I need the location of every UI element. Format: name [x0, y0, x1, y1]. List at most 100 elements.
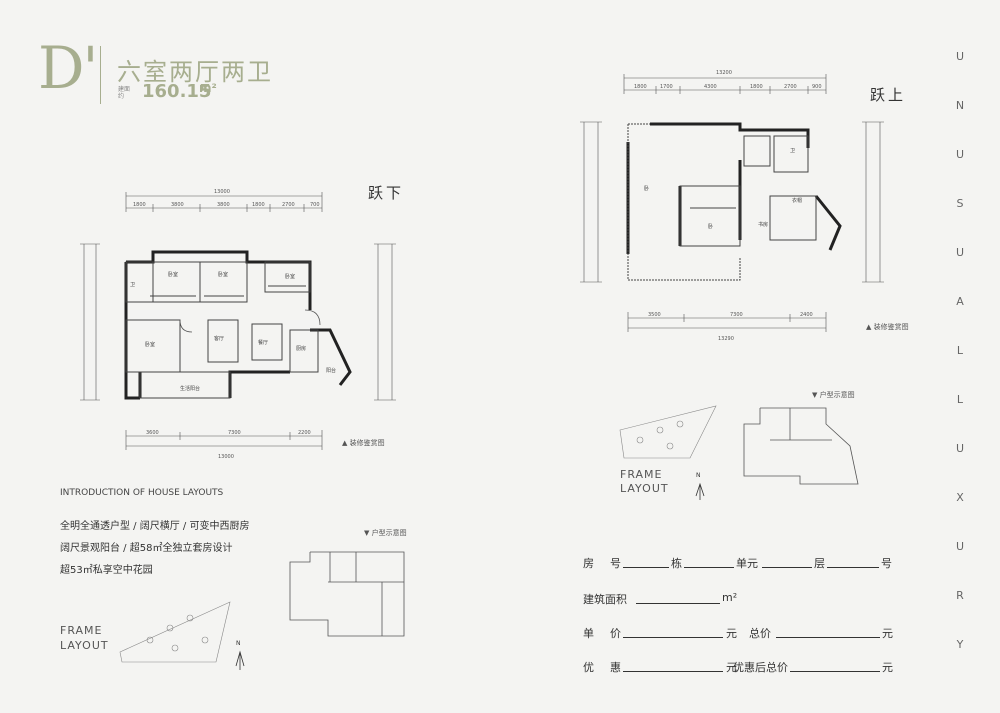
svg-text:卫: 卫: [130, 282, 135, 288]
svg-text:卧: 卧: [644, 185, 649, 192]
form-field-building[interactable]: [623, 567, 669, 568]
svg-text:1800: 1800: [252, 202, 265, 208]
svg-text:客厅: 客厅: [214, 335, 224, 342]
svg-text:1700: 1700: [660, 84, 673, 90]
svg-text:900: 900: [812, 84, 822, 90]
svg-text:1800: 1800: [634, 84, 647, 90]
vertical-letter: L: [956, 344, 964, 357]
svg-text:2700: 2700: [282, 202, 295, 208]
vertical-letter: U: [955, 442, 965, 455]
unit-code: D': [38, 34, 98, 102]
feature-3: 超53㎡私享空中花园: [60, 565, 153, 576]
svg-text:书房: 书房: [758, 221, 768, 228]
form-field-unit-price[interactable]: [623, 637, 723, 638]
feature-2: 阔尺景观阳台 / 超58㎡全独立套房设计: [60, 543, 233, 554]
north-icon-lower: N: [236, 640, 241, 647]
form-youhui-b: 惠: [610, 661, 621, 674]
vertical-letter: U: [955, 148, 965, 161]
svg-text:1800: 1800: [750, 84, 763, 90]
unit-code-divider: [100, 46, 101, 104]
upper-caption: ▲ 装修鉴赏图: [866, 323, 909, 331]
form-area-unit: m²: [722, 591, 738, 604]
vertical-letter: U: [955, 50, 965, 63]
area-value: 160.15: [142, 81, 212, 102]
form-field-unit[interactable]: [684, 567, 734, 568]
svg-text:餐厅: 餐厅: [258, 339, 268, 346]
svg-text:7300: 7300: [228, 430, 241, 436]
vertical-letter: S: [956, 197, 964, 210]
svg-text:卧室: 卧室: [218, 271, 228, 278]
keyplan-upper-caption: ▼ 户型示意图: [812, 391, 855, 399]
svg-text:卧室: 卧室: [145, 341, 155, 348]
feature-1: 全明全通透户型 / 阔尺横厅 / 可变中西厨房: [60, 521, 250, 532]
layout-title: 六室两厅两卫: [117, 58, 273, 86]
svg-text:3800: 3800: [217, 202, 230, 208]
vertical-letter: A: [956, 295, 964, 308]
form-field-total-price[interactable]: [776, 637, 880, 638]
form-after-discount-label: 优惠后总价: [733, 661, 788, 674]
form-area-label: 建筑面积: [583, 593, 627, 606]
svg-text:7300: 7300: [730, 312, 743, 318]
area-label: 建面约: [118, 86, 131, 100]
form-field-room[interactable]: [827, 567, 879, 568]
svg-text:4300: 4300: [704, 84, 717, 90]
vertical-letter: L: [956, 393, 964, 406]
vertical-letter: U: [955, 540, 965, 553]
svg-text:厨房: 厨房: [296, 345, 306, 352]
svg-text:卧室: 卧室: [285, 273, 295, 280]
form-zongjia: 总价: [749, 627, 771, 640]
area-unit: m²: [199, 81, 217, 95]
svg-text:13200: 13200: [716, 70, 732, 76]
form-danjia-a: 单: [583, 627, 594, 640]
frame-layout-lower-1: FRAME: [60, 624, 103, 637]
form-danyuan: 单元: [736, 557, 758, 570]
form-yuan2: 元: [882, 627, 893, 640]
form-yuan: 元: [726, 627, 737, 640]
lower-caption: ▲ 装修鉴赏图: [342, 439, 385, 447]
form-hao: 号: [610, 557, 621, 570]
form-dong: 栋: [671, 557, 682, 570]
frame-layout-upper-2: LAYOUT: [620, 482, 669, 495]
vertical-letter: N: [955, 99, 965, 112]
svg-text:2200: 2200: [298, 430, 311, 436]
form-field-after-discount[interactable]: [790, 671, 880, 672]
form-youhui-a: 优: [583, 661, 594, 674]
vertical-letter: R: [956, 589, 964, 602]
svg-text:2400: 2400: [800, 312, 813, 318]
form-field-area[interactable]: [636, 603, 720, 604]
lower-floor-label: 跃下: [368, 184, 405, 202]
form-danjia-b: 价: [610, 627, 621, 640]
svg-text:2700: 2700: [784, 84, 797, 90]
upper-floor-label: 跃上: [870, 86, 907, 104]
form-field-discount[interactable]: [623, 671, 723, 672]
svg-text:3800: 3800: [171, 202, 184, 208]
keyplan-lower-caption: ▼ 户型示意图: [364, 529, 407, 537]
svg-text:卧: 卧: [708, 223, 713, 230]
svg-text:13000: 13000: [214, 189, 230, 195]
form-youhui-yuan2: 元: [882, 661, 893, 674]
vertical-letter: U: [955, 246, 965, 259]
svg-text:13290: 13290: [718, 336, 734, 342]
form-youhui-yuan: 元: [726, 661, 737, 674]
svg-text:阳台: 阳台: [326, 367, 336, 374]
frame-layout-upper-1: FRAME: [620, 468, 663, 481]
svg-text:卧室: 卧室: [168, 271, 178, 278]
vertical-letter: X: [956, 491, 964, 504]
svg-text:13000: 13000: [218, 454, 234, 460]
svg-text:1800: 1800: [133, 202, 146, 208]
form-fang: 房: [583, 557, 594, 570]
svg-text:衣帽: 衣帽: [792, 197, 802, 204]
north-icon-upper: N: [696, 472, 701, 479]
form-field-floor[interactable]: [762, 567, 812, 568]
frame-layout-lower-2: LAYOUT: [60, 639, 109, 652]
svg-text:卫: 卫: [790, 148, 795, 154]
svg-text:700: 700: [310, 202, 320, 208]
svg-text:3500: 3500: [648, 312, 661, 318]
form-ceng: 层: [814, 557, 825, 570]
svg-text:3600: 3600: [146, 430, 159, 436]
form-hao2: 号: [881, 557, 892, 570]
